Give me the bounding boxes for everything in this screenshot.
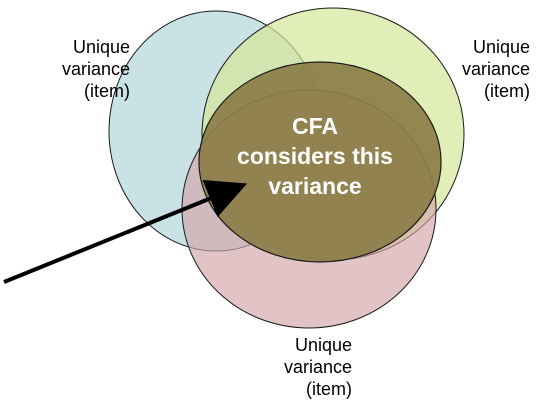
label-right-line2: variance: [461, 59, 530, 79]
center-shared-variance-text: CFA considers this variance: [210, 111, 420, 201]
label-bottom-line3: (item): [306, 379, 352, 399]
label-right-line3: (item): [484, 81, 530, 101]
label-unique-variance-right: Unique variance (item): [462, 36, 530, 102]
label-left-line2: variance: [61, 59, 130, 79]
label-right-line1: Unique: [472, 37, 530, 57]
circle-center: [198, 61, 442, 263]
label-bottom-line2: variance: [283, 357, 352, 377]
center-line3: variance: [268, 173, 362, 199]
pointer-arrow: [3, 179, 248, 284]
label-left-line3: (item): [84, 81, 130, 101]
label-unique-variance-bottom: Unique variance (item): [284, 334, 352, 400]
label-left-line1: Unique: [72, 37, 130, 57]
label-bottom-line1: Unique: [294, 335, 352, 355]
label-unique-variance-left: Unique variance (item): [62, 36, 130, 102]
center-line1: CFA: [292, 113, 338, 139]
center-line2: considers this: [237, 143, 393, 169]
